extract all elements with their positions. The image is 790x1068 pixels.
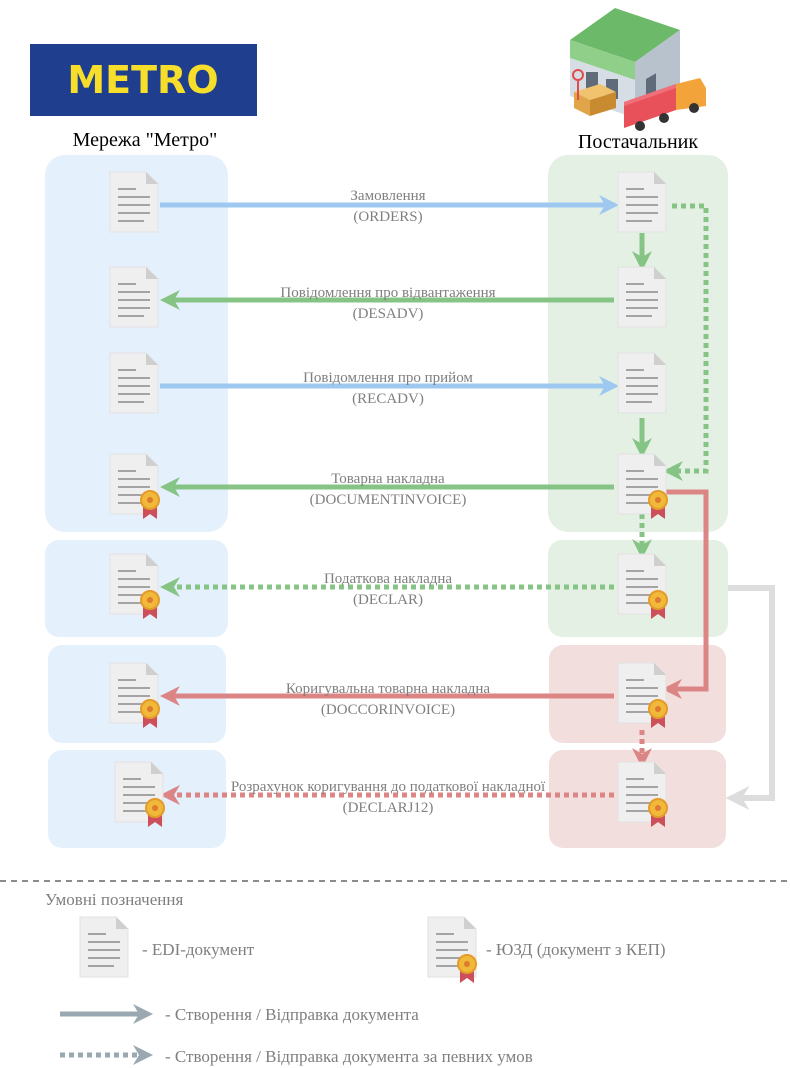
metro-document-icon-5 [109, 553, 160, 620]
message-code-7: (DECLARJ12) [343, 800, 434, 816]
legend-signed-icon [427, 916, 477, 984]
supplier-document-icon-7 [617, 761, 668, 828]
message-title-7: Розрахунок коригування до податкової нак… [231, 779, 546, 795]
supplier-document-icon-5 [617, 553, 668, 620]
message-title-2: Повідомлення про відвантаження [280, 285, 495, 301]
metro-document-icon-4 [109, 453, 160, 520]
legend-signed-label: - ЮЗД (документ з КЕП) [486, 940, 666, 959]
metro-document-icon-2 [109, 266, 159, 328]
metro-document-icon-3 [109, 352, 159, 414]
message-title-1: Замовлення [350, 188, 425, 204]
connector-orders-to-invoice-optional [663, 203, 709, 481]
supplier-document-icon-6 [617, 662, 668, 729]
connector-invoice-to-doccorinvoice [662, 489, 709, 699]
warehouse-icon [570, 8, 706, 131]
metro-document-icon-1 [109, 171, 159, 233]
left-panel-main [45, 155, 228, 532]
legend-dotted-label: - Створення / Відправка документа за пев… [165, 1047, 533, 1066]
metro-document-icon-6 [109, 662, 160, 729]
supplier-document-icon-3 [617, 352, 667, 414]
right-column-title: Постачальник [578, 131, 698, 153]
supplier-document-icon-4 [617, 453, 668, 520]
message-code-4: (DOCUMENTINVOICE) [310, 492, 467, 508]
message-title-3: Повідомлення про прийом [303, 370, 473, 386]
message-code-2: (DESADV) [353, 306, 424, 322]
message-title-5: Податкова накладна [324, 571, 452, 587]
message-rows: Замовлення (ORDERS) Повідомлення про відва… [109, 171, 668, 828]
message-code-6: (DOCCORINVOICE) [321, 702, 455, 718]
logo-text: METRO [67, 58, 218, 102]
legend-edi-label: - EDI-документ [142, 940, 255, 959]
legend-title: Умовні позначення [45, 890, 183, 909]
supplier-document-icon-2 [617, 266, 667, 328]
supplier-document-icon-1 [617, 171, 667, 233]
message-title-6: Коригувальна товарна накладна [286, 681, 490, 697]
metro-document-icon-7 [114, 761, 165, 828]
metro-logo: METRO [30, 44, 257, 116]
message-code-3: (RECADV) [352, 391, 424, 407]
message-code-5: (DECLAR) [353, 592, 423, 608]
message-code-1: (ORDERS) [353, 209, 422, 225]
legend-edi-icon [79, 916, 129, 978]
right-panel-main [548, 155, 728, 532]
message-title-4: Товарна накладна [331, 471, 445, 487]
left-column-title: Мережа "Метро" [73, 129, 218, 151]
legend-solid-label: - Створення / Відправка документа [165, 1005, 419, 1024]
connector-declar-to-declarj12 [725, 585, 775, 810]
